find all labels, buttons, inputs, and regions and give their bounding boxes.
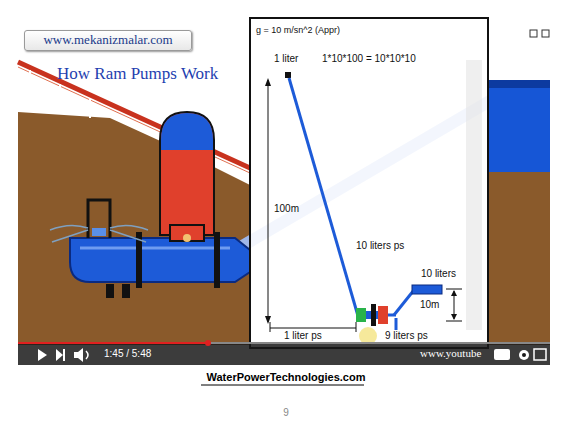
height-dimension: 10m bbox=[420, 299, 439, 311]
watermark-url: www.youtube bbox=[420, 347, 481, 360]
volume-label: 10 liters bbox=[421, 268, 456, 280]
caption-link: WaterPowerTechnologies.com bbox=[0, 371, 572, 384]
flow-rate: 9 liters ps bbox=[385, 330, 428, 342]
page-number: 9 bbox=[0, 407, 572, 419]
energy-equation: 1*10*100 = 10*10*10 bbox=[322, 53, 416, 65]
video-title: How Ram Pumps Work bbox=[57, 64, 218, 84]
url-text: www.mekanizmalar.com bbox=[31, 33, 185, 48]
video-time: 1:45 / 5:48 bbox=[104, 348, 151, 360]
url-box: www.mekanizmalar.com bbox=[24, 30, 192, 51]
height-dimension: 100m bbox=[274, 203, 299, 215]
flow-rate: 1 liter ps bbox=[284, 330, 322, 342]
gravity-note: g = 10 m/sn^2 (Appr) bbox=[256, 25, 340, 35]
flow-rate: 10 liters ps bbox=[356, 240, 404, 252]
volume-label: 1 liter bbox=[274, 53, 298, 65]
